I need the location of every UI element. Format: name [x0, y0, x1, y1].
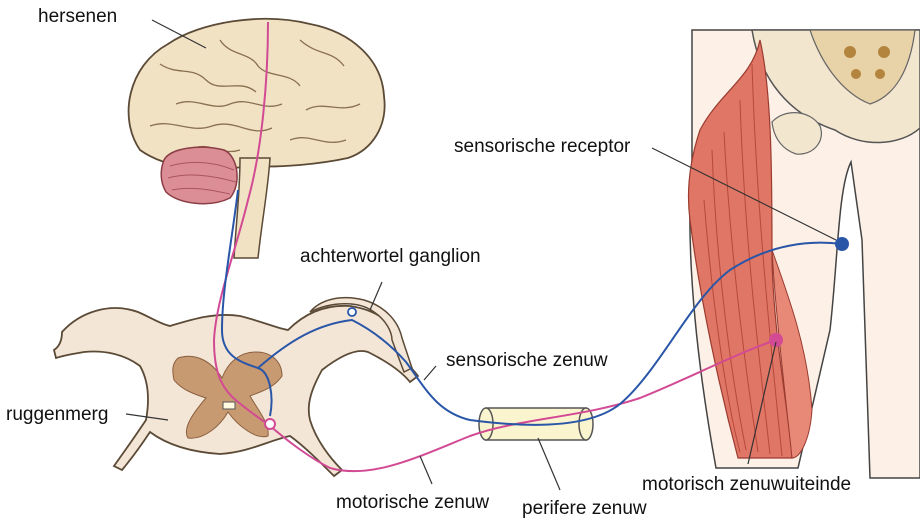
label-brain: hersenen — [38, 6, 117, 27]
label-sensory-receptor: sensorische receptor — [454, 136, 631, 157]
brain-illustration — [129, 19, 385, 258]
brainstem — [234, 158, 270, 258]
sensory-receptor-dot — [835, 237, 849, 251]
leg-illustration — [688, 30, 920, 478]
spinal-cord-cross-section — [54, 298, 418, 476]
ganglion-cell-body — [348, 308, 356, 316]
label-spinal-cord: ruggenmerg — [6, 404, 108, 425]
label-dorsal-root-ganglion: achterwortel ganglion — [300, 246, 481, 267]
peripheral-nerve-end-left — [479, 408, 493, 440]
leader-sensory-nerve — [424, 366, 436, 380]
label-motor-nerve-ending: motorisch zenuwuiteinde — [642, 474, 851, 495]
cerebrum — [129, 19, 385, 169]
label-sensory-nerve: sensorische zenuw — [446, 350, 608, 371]
motor-neuron-cell-body — [265, 419, 275, 429]
label-motor-nerve: motorische zenuw — [336, 492, 489, 513]
motor-nerve-ending-dot — [769, 333, 783, 347]
label-peripheral-nerve: perifere zenuw — [522, 498, 647, 519]
leader-peripheral-nerve — [538, 438, 560, 490]
central-canal — [223, 402, 235, 409]
leader-motor-nerve — [420, 456, 432, 484]
